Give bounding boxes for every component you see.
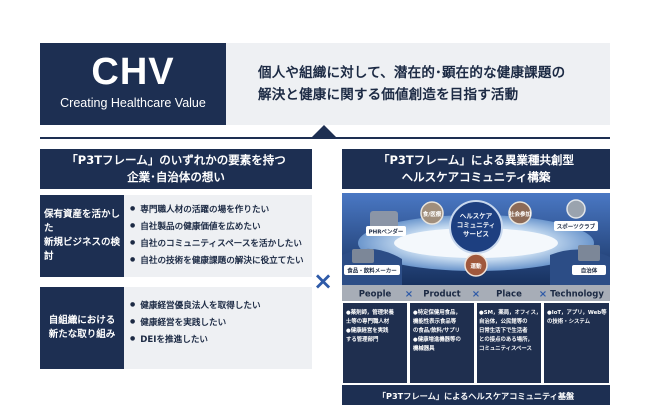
pillar-header-bar bbox=[342, 285, 610, 301]
chv-subtitle: Creating Healthcare Value bbox=[60, 96, 206, 110]
row-label-new-business-line-2: 新規ビジネスの検討 bbox=[44, 237, 121, 262]
left-heading: 「P3Tフレーム」のいずれかの要素を持つ 企業･自治体の想い bbox=[40, 149, 312, 189]
sports-club-tag bbox=[554, 221, 598, 231]
list-item: 専門職人材の活躍の場を作りたい bbox=[130, 201, 312, 218]
list-item: 自社の技術を健康課題の解決に役立てたい bbox=[130, 252, 312, 269]
pillar-place-text: コミュニティスペース bbox=[479, 345, 532, 352]
center-service-circle bbox=[449, 200, 503, 254]
pillar-product-text: 機能性表示食品等 bbox=[413, 317, 457, 325]
pillar-people-text: 士等の専門職人材 bbox=[346, 317, 390, 325]
pillar-people-text: ●健康経営を実践 bbox=[346, 326, 389, 334]
pillar-technology-text: の技術・システム bbox=[547, 317, 591, 325]
pillar-separator-3: × bbox=[539, 289, 547, 300]
municipality-icon bbox=[578, 245, 600, 261]
base-bar bbox=[342, 385, 610, 405]
row-label-internal-initiative-line-2: 新たな取り組み bbox=[48, 329, 116, 340]
tagline: 個人や組織に対して、潜在的･顕在的な健康課題の 解決と健康に関する価値創造を目指… bbox=[258, 62, 565, 106]
right-heading-line-2: ヘルスケアコミュニティ構築 bbox=[401, 170, 551, 184]
pillar-place-text: 日常生活下で生活者 bbox=[479, 326, 528, 334]
row-body-new-business: 専門職人材の活躍の場を作りたい 自社製品の健康価値を広めたい 自社のコミュニティ… bbox=[124, 195, 312, 277]
list-item: 健康経営を実践したい bbox=[130, 314, 312, 331]
list-item: 自社のコミュニティスペースを活かしたい bbox=[130, 235, 312, 252]
pillar-product-body bbox=[410, 303, 474, 383]
community-diagram: ヘルスケア コミュニティ サービス PHRベンダー 食/医療 社会参加 スポーツ… bbox=[342, 193, 610, 405]
pillar-product-title: Product bbox=[423, 290, 461, 300]
pillar-place-title: Place bbox=[496, 290, 522, 300]
section-divider bbox=[40, 137, 610, 139]
tagline-line-2: 解決と健康に関する価値創造を目指す活動 bbox=[258, 87, 519, 103]
row-label-internal-initiative: 自組織における 新たな取り組み bbox=[40, 287, 124, 369]
pillar-product-text: ●健康増進機器等の bbox=[413, 335, 461, 343]
pillar-people-title: People bbox=[359, 290, 392, 300]
food-maker-tag bbox=[344, 265, 400, 275]
food-maker-label: 食品・飲料メーカー bbox=[346, 267, 397, 275]
right-heading: 「P3Tフレーム」による異業種共創型 ヘルスケアコミュニティ構築 bbox=[342, 149, 610, 189]
phr-vendor-label: PHRベンダー bbox=[369, 228, 404, 236]
phr-vendor-tag bbox=[366, 226, 406, 236]
municipality-tag bbox=[572, 265, 606, 275]
pillar-separator-1: × bbox=[405, 289, 413, 300]
pillar-product-text: の食品/飲料/サプリ bbox=[413, 326, 460, 334]
pillar-people-text: する管理部門 bbox=[346, 335, 379, 343]
right-heading-line-1: 「P3Tフレーム」による異業種共創型 bbox=[377, 153, 575, 167]
exercise-label: 運動 bbox=[470, 262, 482, 270]
center-label-line-2: コミュニティ bbox=[457, 221, 496, 229]
chv-title: CHV bbox=[91, 51, 175, 93]
community-diagram-svg: ヘルスケア コミュニティ サービス PHRベンダー 食/医療 社会参加 スポーツ… bbox=[342, 193, 610, 405]
social-participation-icon bbox=[508, 201, 532, 225]
pillar-place-text: ●SM，薬局，オフィス， bbox=[479, 308, 541, 316]
food-maker-icon bbox=[352, 249, 374, 263]
sports-club-label: スポーツクラブ bbox=[557, 223, 596, 231]
social-participation-label: 社会参加 bbox=[508, 210, 532, 218]
list-item: 健康経営優良法人を取得したい bbox=[130, 297, 312, 314]
cross-symbol: × bbox=[312, 267, 334, 295]
pillar-technology-title: Technology bbox=[550, 290, 604, 300]
center-label-line-3: サービス bbox=[463, 229, 489, 238]
pillar-technology-body bbox=[544, 303, 609, 383]
food-medical-icon bbox=[420, 201, 444, 225]
divider-notch-triangle bbox=[311, 125, 337, 138]
municipality-label: 自治体 bbox=[581, 267, 598, 275]
sports-club-icon bbox=[566, 199, 586, 219]
row-label-new-business-line-1: 保有資産を活かした bbox=[44, 209, 121, 234]
row-label-internal-initiative-line-1: 自組織における bbox=[48, 315, 116, 326]
pillar-separator-2: × bbox=[472, 289, 480, 300]
base-label: 「P3Tフレーム」によるヘルスケアコミュニティ基盤 bbox=[378, 391, 575, 401]
left-heading-line-1: 「P3Tフレーム」のいずれかの要素を持つ bbox=[66, 153, 286, 167]
pillar-people-text: ●薬剤師，管理栄養 bbox=[346, 308, 394, 316]
chv-logo-box: CHV Creating Healthcare Value bbox=[40, 43, 226, 125]
pillar-place-body bbox=[477, 303, 541, 383]
food-medical-label: 食/医療 bbox=[422, 210, 442, 218]
pillar-place-text: との接点のある場所， bbox=[479, 335, 533, 343]
phr-vendor-icon bbox=[370, 211, 398, 229]
list-item: 自社製品の健康価値を広めたい bbox=[130, 218, 312, 235]
pillar-people-body bbox=[343, 303, 407, 383]
center-label-line-1: ヘルスケア bbox=[460, 212, 493, 220]
row-body-internal-initiative: 健康経営優良法人を取得したい 健康経営を実践したい DEIを推進したい bbox=[124, 287, 312, 369]
tagline-band bbox=[226, 43, 610, 125]
tagline-line-1: 個人や組織に対して、潜在的･顕在的な健康課題の bbox=[258, 65, 566, 81]
pillar-product-text: 機械器具 bbox=[413, 344, 435, 352]
pillar-product-text: ●特定保健用食品， bbox=[413, 308, 461, 316]
left-heading-line-2: 企業･自治体の想い bbox=[127, 170, 225, 184]
row-label-new-business: 保有資産を活かした 新規ビジネスの検討 bbox=[40, 195, 124, 277]
pillar-place-text: 自治体，公民館等の bbox=[479, 317, 528, 325]
exercise-icon bbox=[464, 253, 488, 277]
list-item: DEIを推進したい bbox=[130, 331, 312, 348]
pillar-technology-text: ●IoT，アプリ，Web等 bbox=[547, 308, 607, 316]
